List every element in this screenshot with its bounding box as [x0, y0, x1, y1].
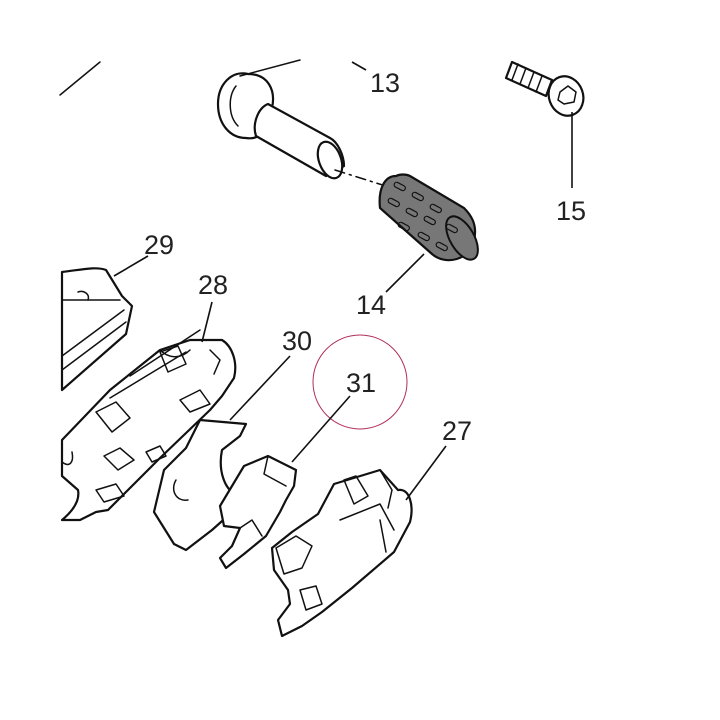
part-27-switch-housing: [270, 468, 413, 638]
leader-27: [405, 445, 447, 501]
highlight-circle: [312, 334, 408, 430]
leader-30: [229, 355, 291, 421]
part-13-lever: [59, 59, 393, 189]
callout-14: 14: [356, 290, 386, 320]
leader-31: [291, 395, 351, 463]
callout-15: 15: [556, 196, 586, 226]
callout-29: 29: [144, 230, 174, 260]
callout-13: 13: [370, 68, 400, 98]
part-28-housing-half: [60, 329, 237, 522]
callout-31: 31: [346, 368, 376, 398]
callout-27: 27: [442, 416, 472, 446]
callout-30: 30: [282, 326, 312, 356]
part-14-grip: [378, 173, 479, 262]
leader-lines: [113, 61, 573, 501]
leader-28: [201, 301, 213, 343]
leader-14: [385, 253, 425, 293]
part-31-bracket: [218, 454, 298, 570]
leader-29: [113, 255, 149, 277]
part-15-screw: [504, 60, 585, 117]
callout-28: 28: [198, 270, 228, 300]
leader-13: [351, 61, 367, 71]
part-29-housing: [60, 267, 134, 392]
